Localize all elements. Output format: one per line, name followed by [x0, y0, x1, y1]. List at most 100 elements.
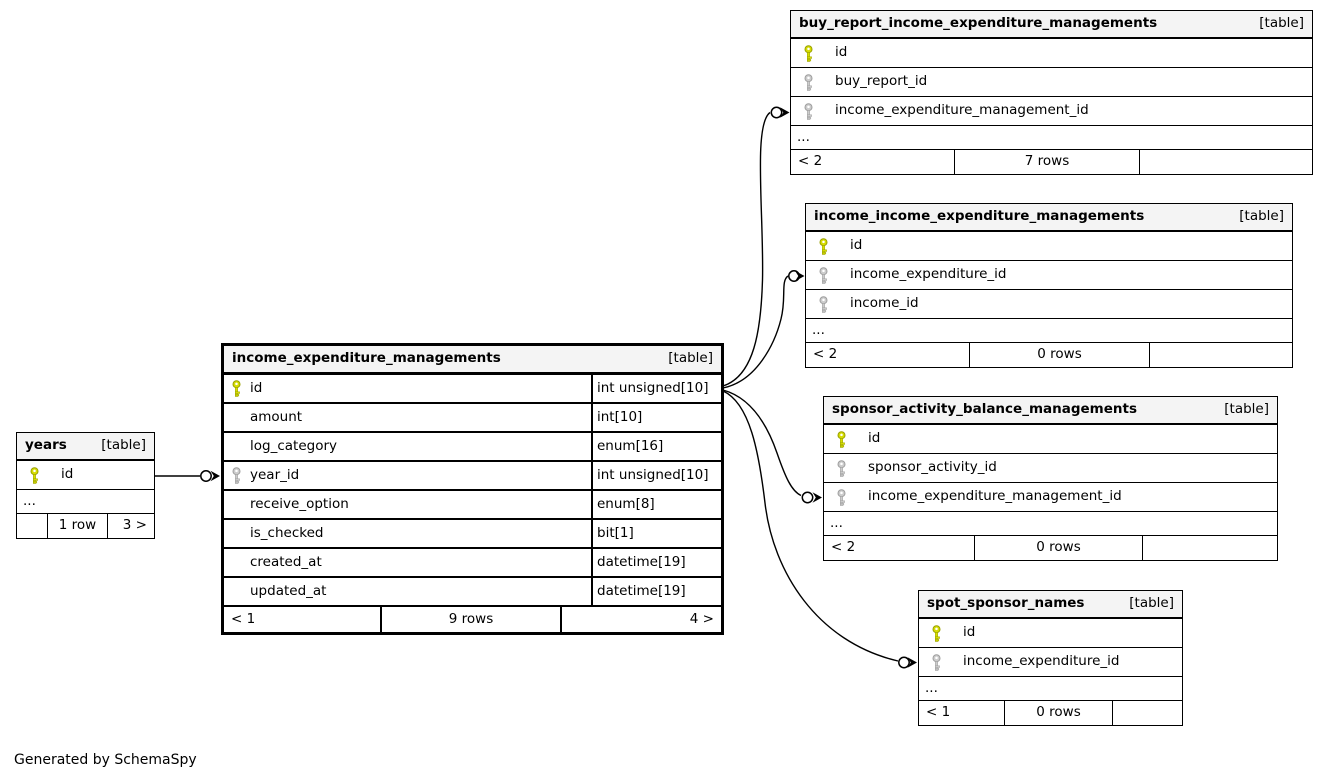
relationship-income_expenditure_managements-id-to-sponsor_activity_balance_managements [722, 389, 822, 504]
table-header: buy_report_income_expenditure_management… [791, 11, 1312, 39]
column-name: id [963, 626, 976, 640]
table-income_income_expenditure_managements[interactable]: income_income_expenditure_managements [ta… [805, 203, 1293, 368]
foreign-key-icon [819, 295, 828, 313]
column-name: year_id [250, 468, 300, 483]
relationship-line [722, 275, 789, 389]
key-cell [824, 459, 868, 477]
table-title: buy_report_income_expenditure_management… [799, 15, 1158, 32]
key-cell [17, 466, 61, 484]
footer-parent-count: < 2 [824, 536, 975, 560]
relationship-line [722, 389, 802, 497]
column-row-id: id [806, 232, 1292, 261]
table-type-tag: [table] [1224, 401, 1269, 418]
column-name: created_at [250, 555, 322, 570]
relationship-arrowhead [210, 470, 220, 482]
table-header: income_income_expenditure_managements [ta… [806, 204, 1292, 232]
column-row-income_id: income_id [806, 290, 1292, 319]
column-name: receive_option [250, 497, 349, 512]
footer-parent-count [17, 514, 48, 538]
primary-key-icon [30, 466, 39, 484]
column-name: id [868, 432, 881, 446]
column-row-amount: amount int[10] [224, 404, 721, 433]
footer-row-count: 9 rows [382, 607, 562, 632]
table-title: income_income_expenditure_managements [814, 208, 1145, 225]
column-row-id: id [17, 461, 154, 490]
column-name: id [850, 239, 863, 253]
relationship-arrowhead [812, 492, 822, 503]
key-cell [224, 467, 250, 484]
foreign-key-icon [819, 266, 828, 284]
key-cell [806, 266, 850, 284]
column-type: enum[16] [591, 433, 721, 460]
column-name: id [835, 46, 848, 60]
relationship-income_expenditure_managements-id-to-income_income_expenditure_managements [722, 270, 805, 389]
column-row-income_expenditure_management_id: income_expenditure_management_id [824, 483, 1277, 512]
footer-child-count [1113, 701, 1182, 725]
column-row-id: id int unsigned[10] [224, 375, 721, 404]
key-cell [224, 380, 250, 397]
relationship-arrowhead [780, 107, 790, 118]
column-type: int unsigned[10] [591, 462, 721, 489]
table-type-tag: [table] [1239, 208, 1284, 225]
column-name: income_expenditure_management_id [835, 104, 1089, 118]
key-cell [919, 653, 963, 671]
column-name: updated_at [250, 584, 327, 599]
column-type: enum[8] [591, 491, 721, 518]
key-cell [791, 102, 835, 120]
column-row-receive_option: receive_option enum[8] [224, 491, 721, 520]
column-type: datetime[19] [591, 578, 721, 605]
column-row-sponsor_activity_id: sponsor_activity_id [824, 454, 1277, 483]
table-title: sponsor_activity_balance_managements [832, 401, 1137, 418]
footer-row-count: 0 rows [975, 536, 1143, 560]
column-name: id [61, 468, 74, 482]
column-row-buy_report_id: buy_report_id [791, 68, 1312, 97]
column-row-id: id [919, 619, 1182, 648]
footer-child-count: 3 > [122, 517, 147, 534]
key-cell [806, 237, 850, 255]
relationship-income_expenditure_managements-id-to-buy_report_income_expenditure_managements [722, 106, 790, 387]
footer-row-count: 0 rows [970, 343, 1150, 367]
column-row-income_expenditure_management_id: income_expenditure_management_id [791, 97, 1312, 126]
footer-row-count: 0 rows [1005, 701, 1113, 725]
key-cell [824, 488, 868, 506]
column-name: log_category [250, 439, 337, 454]
column-row-updated_at: updated_at datetime[19] [224, 578, 721, 607]
column-name: income_expenditure_id [963, 655, 1120, 669]
table-title: years [25, 437, 67, 454]
relationship-years-id-to-income_expenditure_managements-year_id [155, 470, 220, 482]
foreign-key-icon [837, 488, 846, 506]
generator-note: Generated by SchemaSpy [14, 752, 197, 768]
footer-parent-count: < 1 [224, 607, 382, 632]
column-name: amount [250, 410, 303, 425]
table-title: income_expenditure_managements [232, 350, 501, 367]
relationship-income_expenditure_managements-id-to-spot_sponsor_names [722, 390, 917, 669]
table-header: years[table] [17, 433, 154, 461]
footer-parent-count: < 2 [806, 343, 970, 367]
table-buy_report_income_expenditure_managements[interactable]: buy_report_income_expenditure_management… [790, 10, 1313, 175]
foreign-key-icon [932, 653, 941, 671]
column-name: sponsor_activity_id [868, 461, 997, 475]
table-header: income_expenditure_managements[table] [224, 346, 721, 375]
column-type: int unsigned[10] [591, 375, 721, 402]
column-row-income_expenditure_id: income_expenditure_id [806, 261, 1292, 290]
table-sponsor_activity_balance_managements[interactable]: sponsor_activity_balance_managements [tab… [823, 396, 1278, 561]
primary-key-icon [232, 380, 241, 397]
footer-row-count: 1 row [48, 514, 108, 538]
column-name: income_expenditure_management_id [868, 490, 1122, 504]
relationship-arrowhead [907, 657, 917, 668]
column-row-year_id: year_id int unsigned[10] [224, 462, 721, 491]
footer-child-count [1150, 343, 1292, 367]
footer-parent-count: < 1 [919, 701, 1005, 725]
relationship-circle-marker [898, 656, 910, 669]
column-type: int[10] [591, 404, 721, 431]
column-name: id [250, 381, 263, 396]
primary-key-icon [819, 237, 828, 255]
